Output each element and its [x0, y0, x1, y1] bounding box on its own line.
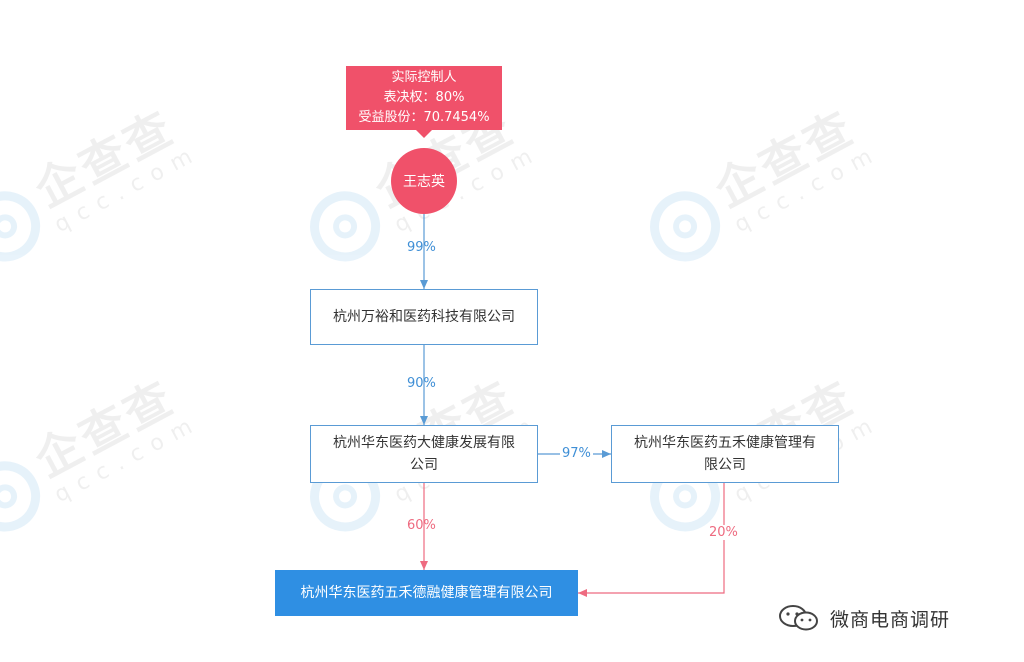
- edge-label-97: 97%: [560, 446, 593, 461]
- company-name-line1: 杭州华东医药大健康发展有限: [333, 435, 515, 451]
- edge-label-20: 20%: [707, 525, 740, 540]
- edge-label-60: 60%: [407, 518, 436, 533]
- company-name-line2: 公司: [410, 457, 438, 473]
- company-node-target[interactable]: 杭州华东医药五禾德融健康管理有限公司: [275, 570, 578, 616]
- voting-right: 表决权：80%: [383, 90, 465, 105]
- edge-label-90: 90%: [407, 376, 436, 391]
- company-name-line2: 限公司: [704, 457, 746, 473]
- actual-controller-tag: 实际控制人 表决权：80% 受益股份：70.7454%: [346, 66, 502, 138]
- company-node-dajiankang[interactable]: 杭州华东医药大健康发展有限 公司: [310, 425, 538, 483]
- company-name: 杭州华东医药五禾德融健康管理有限公司: [300, 585, 553, 601]
- person-name: 王志英: [403, 174, 445, 190]
- footer-brand: 微商电商调研: [776, 604, 950, 632]
- wechat-icon: [779, 605, 818, 631]
- edge-label-99: 99%: [407, 240, 436, 255]
- beneficial-share: 受益股份：70.7454%: [358, 110, 490, 125]
- company-name-line1: 杭州华东医药五禾健康管理有: [634, 435, 816, 451]
- company-node-wuhe-jiankang[interactable]: 杭州华东医药五禾健康管理有 限公司: [611, 425, 839, 483]
- company-node-wanyu[interactable]: 杭州万裕和医药科技有限公司: [310, 289, 538, 345]
- footer-brand-text: 微商电商调研: [830, 608, 951, 631]
- controller-role: 实际控制人: [391, 70, 457, 85]
- person-node-wang-zhiying[interactable]: 王志英: [391, 148, 457, 214]
- company-name: 杭州万裕和医药科技有限公司: [333, 309, 515, 325]
- edge-wuhe-jiankang-to-target: [578, 483, 725, 597]
